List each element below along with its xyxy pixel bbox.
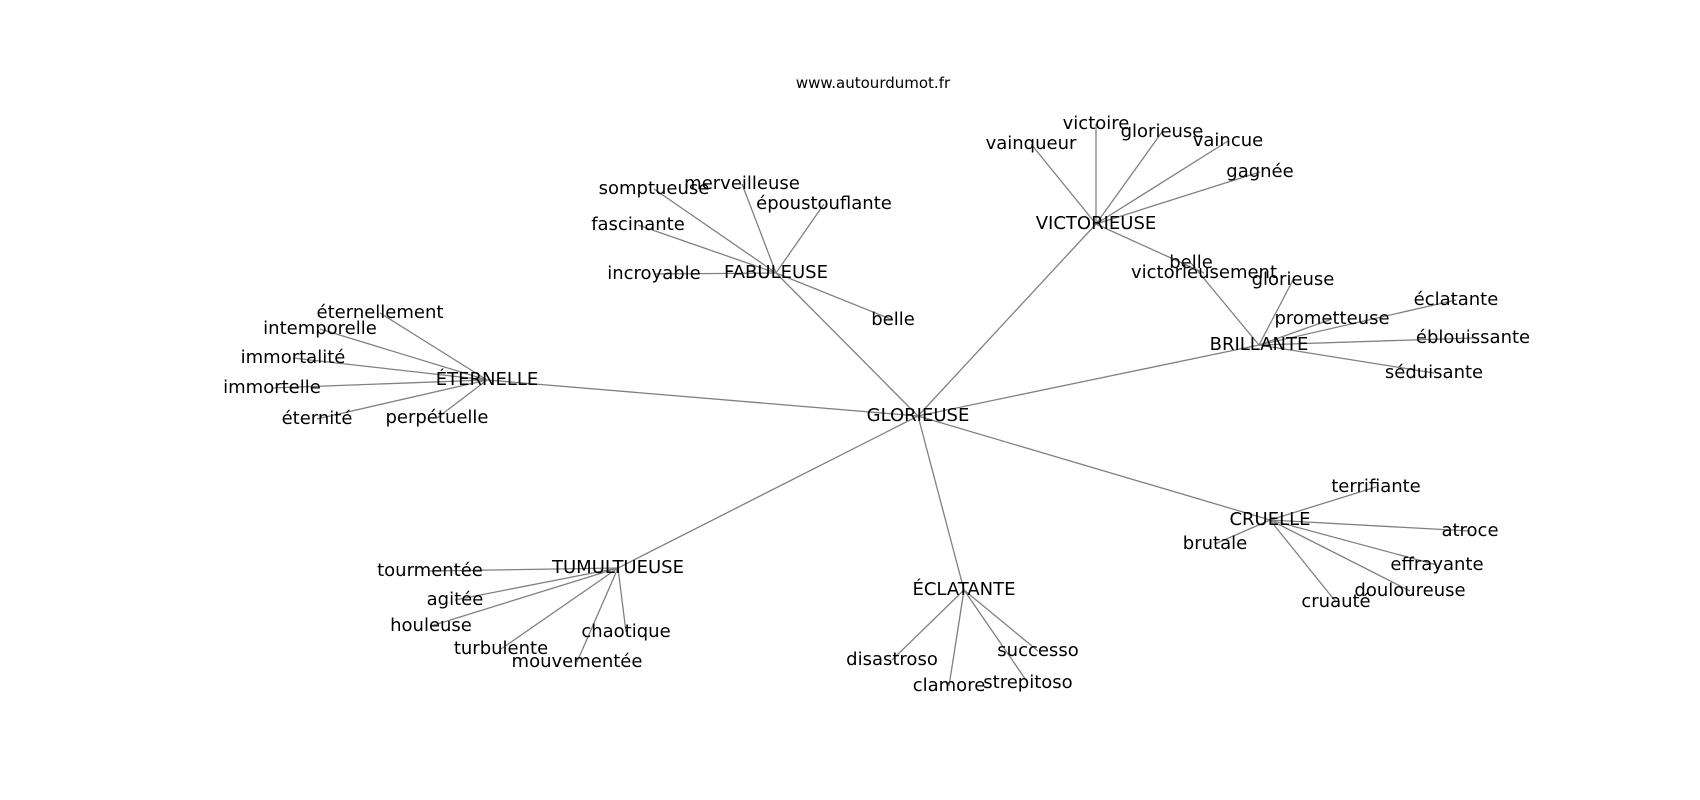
cluster-node-eclatante[interactable]: ÉCLATANTE	[912, 578, 1015, 600]
word-node-fascinante[interactable]: fascinante	[591, 214, 685, 235]
edge-eternelle-eternite	[316, 379, 488, 420]
edge-root-tumultueuse	[617, 415, 919, 569]
word-node-glorieuse[interactable]: glorieuse	[1252, 269, 1335, 290]
word-node-merveilleuse[interactable]: merveilleuse	[684, 173, 800, 194]
edge-root-victorieuse	[917, 223, 1097, 417]
edge-brillante-prometteuse	[1258, 318, 1333, 346]
edge-cruelle-douloureuse	[1269, 519, 1411, 592]
word-node-incroyable[interactable]: incroyable	[607, 263, 701, 284]
edge-brillante-seduisante	[1258, 344, 1435, 374]
word-node-tourmentee[interactable]: tourmentée	[377, 560, 483, 581]
cluster-node-cruelle[interactable]: CRUELLE	[1229, 509, 1310, 530]
edge-root-brillante	[917, 344, 1260, 417]
cluster-node-brillante[interactable]: BRILLANTE	[1210, 334, 1309, 355]
edge-root-cruelle	[917, 415, 1271, 521]
cluster-node-eternelle[interactable]: ÉTERNELLE	[436, 368, 539, 390]
word-node-disastroso[interactable]: disastroso	[846, 649, 938, 670]
word-node-glorieuse[interactable]: glorieuse	[1121, 121, 1204, 142]
word-node-victorieusement[interactable]: victorieusement	[1131, 262, 1277, 283]
word-node-vaincue[interactable]: vaincue	[1193, 130, 1263, 151]
edge-victorieuse-glorieuse	[1095, 131, 1163, 225]
word-node-houleuse[interactable]: houleuse	[390, 615, 472, 636]
edge-brillante-belle	[1190, 262, 1260, 346]
word-node-belle[interactable]: belle	[1169, 252, 1213, 273]
edge-brillante-glorieuse	[1258, 279, 1294, 346]
word-node-douloureuse[interactable]: douloureuse	[1354, 580, 1465, 601]
word-node-strepitoso[interactable]: strepitoso	[983, 672, 1072, 693]
word-node-immortalite[interactable]: immortalité	[241, 347, 346, 368]
word-node-vainqueur[interactable]: vainqueur	[986, 133, 1077, 154]
word-node-gagnee[interactable]: gagnée	[1226, 161, 1293, 182]
word-node-seduisante[interactable]: séduisante	[1385, 362, 1483, 383]
edge-fabuleuse-fascinante	[637, 224, 777, 274]
word-node-immortelle[interactable]: immortelle	[223, 377, 321, 398]
word-node-cruaute[interactable]: cruauté	[1301, 591, 1370, 612]
edge-root-eclatante	[917, 415, 965, 591]
word-node-victoire[interactable]: victoire	[1063, 113, 1130, 134]
edge-victorieuse-gagnee	[1095, 171, 1261, 225]
word-node-perpetuelle[interactable]: perpétuelle	[385, 407, 488, 428]
edge-fabuleuse-epoustouflante	[775, 203, 825, 274]
word-node-brutale[interactable]: brutale	[1183, 533, 1247, 554]
word-node-mouvementee[interactable]: mouvementée	[512, 651, 643, 672]
edge-cruelle-atroce	[1269, 519, 1471, 532]
edge-eclatante-clamore	[948, 589, 965, 687]
word-node-clamore[interactable]: clamore	[913, 675, 986, 696]
word-node-eternellement[interactable]: éternellement	[317, 302, 444, 323]
word-node-terrifiante[interactable]: terrifiante	[1331, 476, 1421, 497]
cluster-node-victorieuse[interactable]: VICTORIEUSE	[1036, 213, 1157, 234]
word-node-prometteuse[interactable]: prometteuse	[1274, 308, 1389, 329]
edge-eternelle-perpetuelle	[436, 379, 488, 419]
word-node-eternite[interactable]: éternité	[282, 408, 353, 429]
edge-root-eternelle	[486, 379, 919, 417]
word-node-epoustouflante[interactable]: époustouflante	[756, 193, 892, 214]
edge-tumultueuse-houleuse	[430, 567, 619, 627]
edge-cruelle-effrayante	[1269, 519, 1438, 566]
cluster-node-tumultueuse[interactable]: TUMULTUEUSE	[551, 557, 684, 578]
edge-eclatante-disastroso	[891, 589, 965, 661]
root-node[interactable]: GLORIEUSE	[867, 405, 970, 426]
edge-eternelle-immortalite	[292, 357, 488, 381]
edge-cruelle-cruaute	[1269, 519, 1337, 603]
graph-edges	[271, 124, 1474, 687]
edge-fabuleuse-belle	[775, 272, 894, 321]
edge-cruelle-brutale	[1214, 519, 1271, 545]
word-node-effrayante[interactable]: effrayante	[1390, 554, 1483, 575]
edge-fabuleuse-incroyable	[653, 272, 777, 275]
edge-victorieuse-victorieusement	[1095, 223, 1205, 274]
word-node-chaotique[interactable]: chaotique	[581, 621, 670, 642]
source-text: www.autourdumot.fr	[796, 74, 951, 92]
edge-tumultueuse-turbulente	[500, 567, 619, 650]
edge-eternelle-intemporelle	[319, 328, 488, 381]
edge-tumultueuse-chaotique	[617, 567, 627, 633]
edge-eclatante-strepitoso	[963, 589, 1029, 684]
cluster-node-fabuleuse[interactable]: FABULEUSE	[724, 262, 828, 283]
word-node-belle[interactable]: belle	[871, 309, 915, 330]
edge-eternelle-eternellement	[379, 312, 488, 381]
word-node-agitee[interactable]: agitée	[427, 589, 484, 610]
edge-root-fabuleuse	[775, 272, 919, 417]
edge-victorieuse-vaincue	[1095, 140, 1229, 225]
word-node-atroce[interactable]: atroce	[1441, 520, 1498, 541]
edge-brillante-eclatante	[1258, 299, 1457, 346]
edge-tumultueuse-tourmentee	[429, 567, 619, 572]
word-node-successo[interactable]: successo	[997, 640, 1078, 661]
edge-fabuleuse-merveilleuse	[741, 183, 777, 274]
edge-tumultueuse-mouvementee	[576, 567, 619, 663]
edge-brillante-eblouissante	[1258, 337, 1474, 346]
edge-eclatante-successo	[963, 589, 1039, 652]
word-node-eblouissante[interactable]: éblouissante	[1416, 327, 1530, 348]
edge-tumultueuse-agitee	[454, 567, 619, 601]
word-node-somptueuse[interactable]: somptueuse	[599, 178, 710, 199]
edge-eternelle-immortelle	[271, 379, 488, 389]
edge-fabuleuse-somptueuse	[653, 188, 777, 274]
word-node-eclatante[interactable]: éclatante	[1414, 289, 1499, 310]
edge-cruelle-terrifiante	[1269, 486, 1377, 521]
edge-victorieuse-vainqueur	[1030, 143, 1097, 225]
word-node-turbulente[interactable]: turbulente	[454, 638, 548, 659]
word-node-intemporelle[interactable]: intemporelle	[263, 318, 377, 339]
